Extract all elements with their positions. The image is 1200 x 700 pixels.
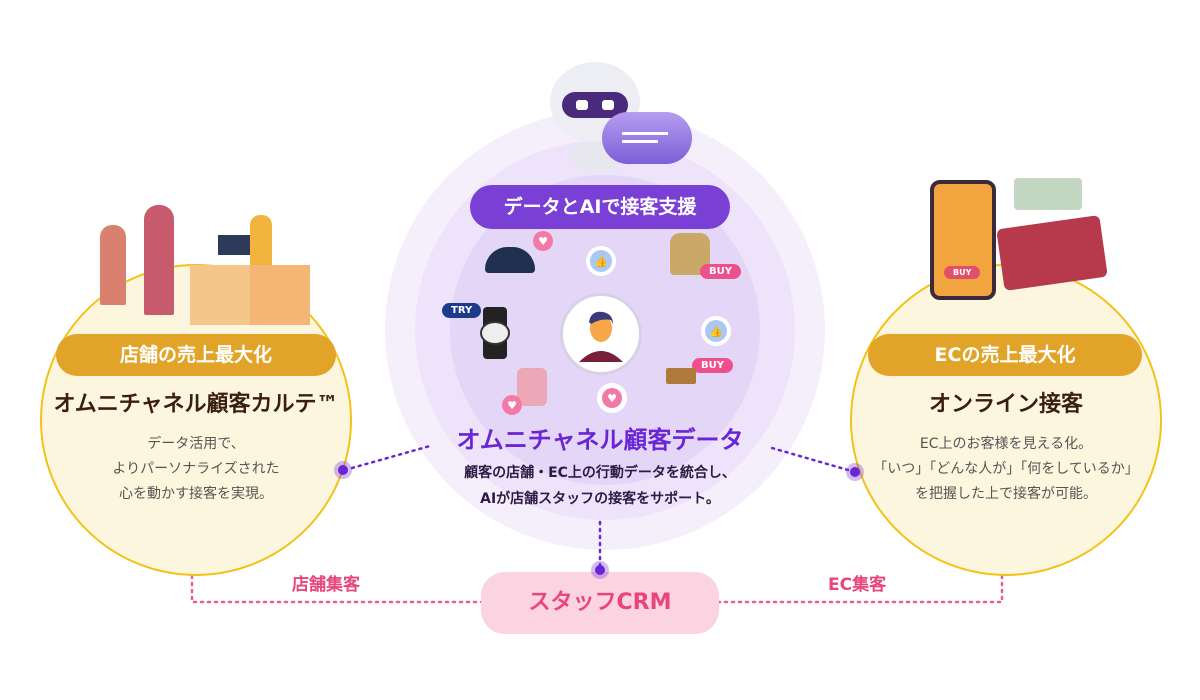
drawer-item xyxy=(666,368,696,384)
staff-crm-pill: スタッフCRM xyxy=(481,572,719,634)
message-bubble xyxy=(1014,178,1082,210)
center-desc: 顧客の店舗・EC上の行動データを統合し、 AIが店舗スタッフの接客をサポート。 xyxy=(464,465,736,507)
shirt-item xyxy=(517,368,547,406)
like-bubble: 👍 xyxy=(701,316,731,346)
shoppers-illustration xyxy=(100,185,310,325)
center-badge: データとAIで接客支援 xyxy=(470,185,730,229)
ec-circle xyxy=(850,264,1162,576)
phone-illustration: BUY xyxy=(930,180,996,300)
store-desc: データ活用で、 よりパーソナライズされた 心を動かす接客を実現。 xyxy=(112,436,280,502)
buy-tag: BUY xyxy=(700,264,741,279)
ec-desc: EC上のお客様を見える化。 「いつ」「どんな人が」「何をしているか」 を把握した… xyxy=(873,436,1139,502)
heart-icon: ♥ xyxy=(533,231,553,251)
store-title: オムニチャネル顧客カルテ™ xyxy=(53,392,339,417)
heart-bubble: ♥ xyxy=(597,383,627,413)
thumbs-up-icon: 👍 xyxy=(705,320,727,342)
cap-item xyxy=(480,235,540,285)
like-bubble: 👍 xyxy=(586,246,616,276)
customer-avatar xyxy=(560,293,642,375)
connector-dot-right xyxy=(846,463,864,481)
connector-dot-left xyxy=(334,461,352,479)
phone-buy-tag: BUY xyxy=(944,266,981,279)
ec-badge: ECの売上最大化 xyxy=(868,334,1142,376)
ec-traffic-label: EC集客 xyxy=(828,575,887,595)
store-traffic-label: 店舗集客 xyxy=(292,575,360,595)
ec-title: オンライン接客 xyxy=(928,392,1083,417)
cloud-icon xyxy=(602,112,692,164)
buy-tag: BUY xyxy=(692,358,733,373)
try-tag: TRY xyxy=(442,303,482,318)
connector-dot-bottom xyxy=(591,561,609,579)
center-title: オムニチャネル顧客データ xyxy=(456,426,744,454)
thumbs-up-icon: 👍 xyxy=(590,250,612,272)
store-badge: 店舗の売上最大化 xyxy=(56,334,336,376)
heart-icon: ♥ xyxy=(502,395,522,415)
watch-item xyxy=(480,307,510,359)
